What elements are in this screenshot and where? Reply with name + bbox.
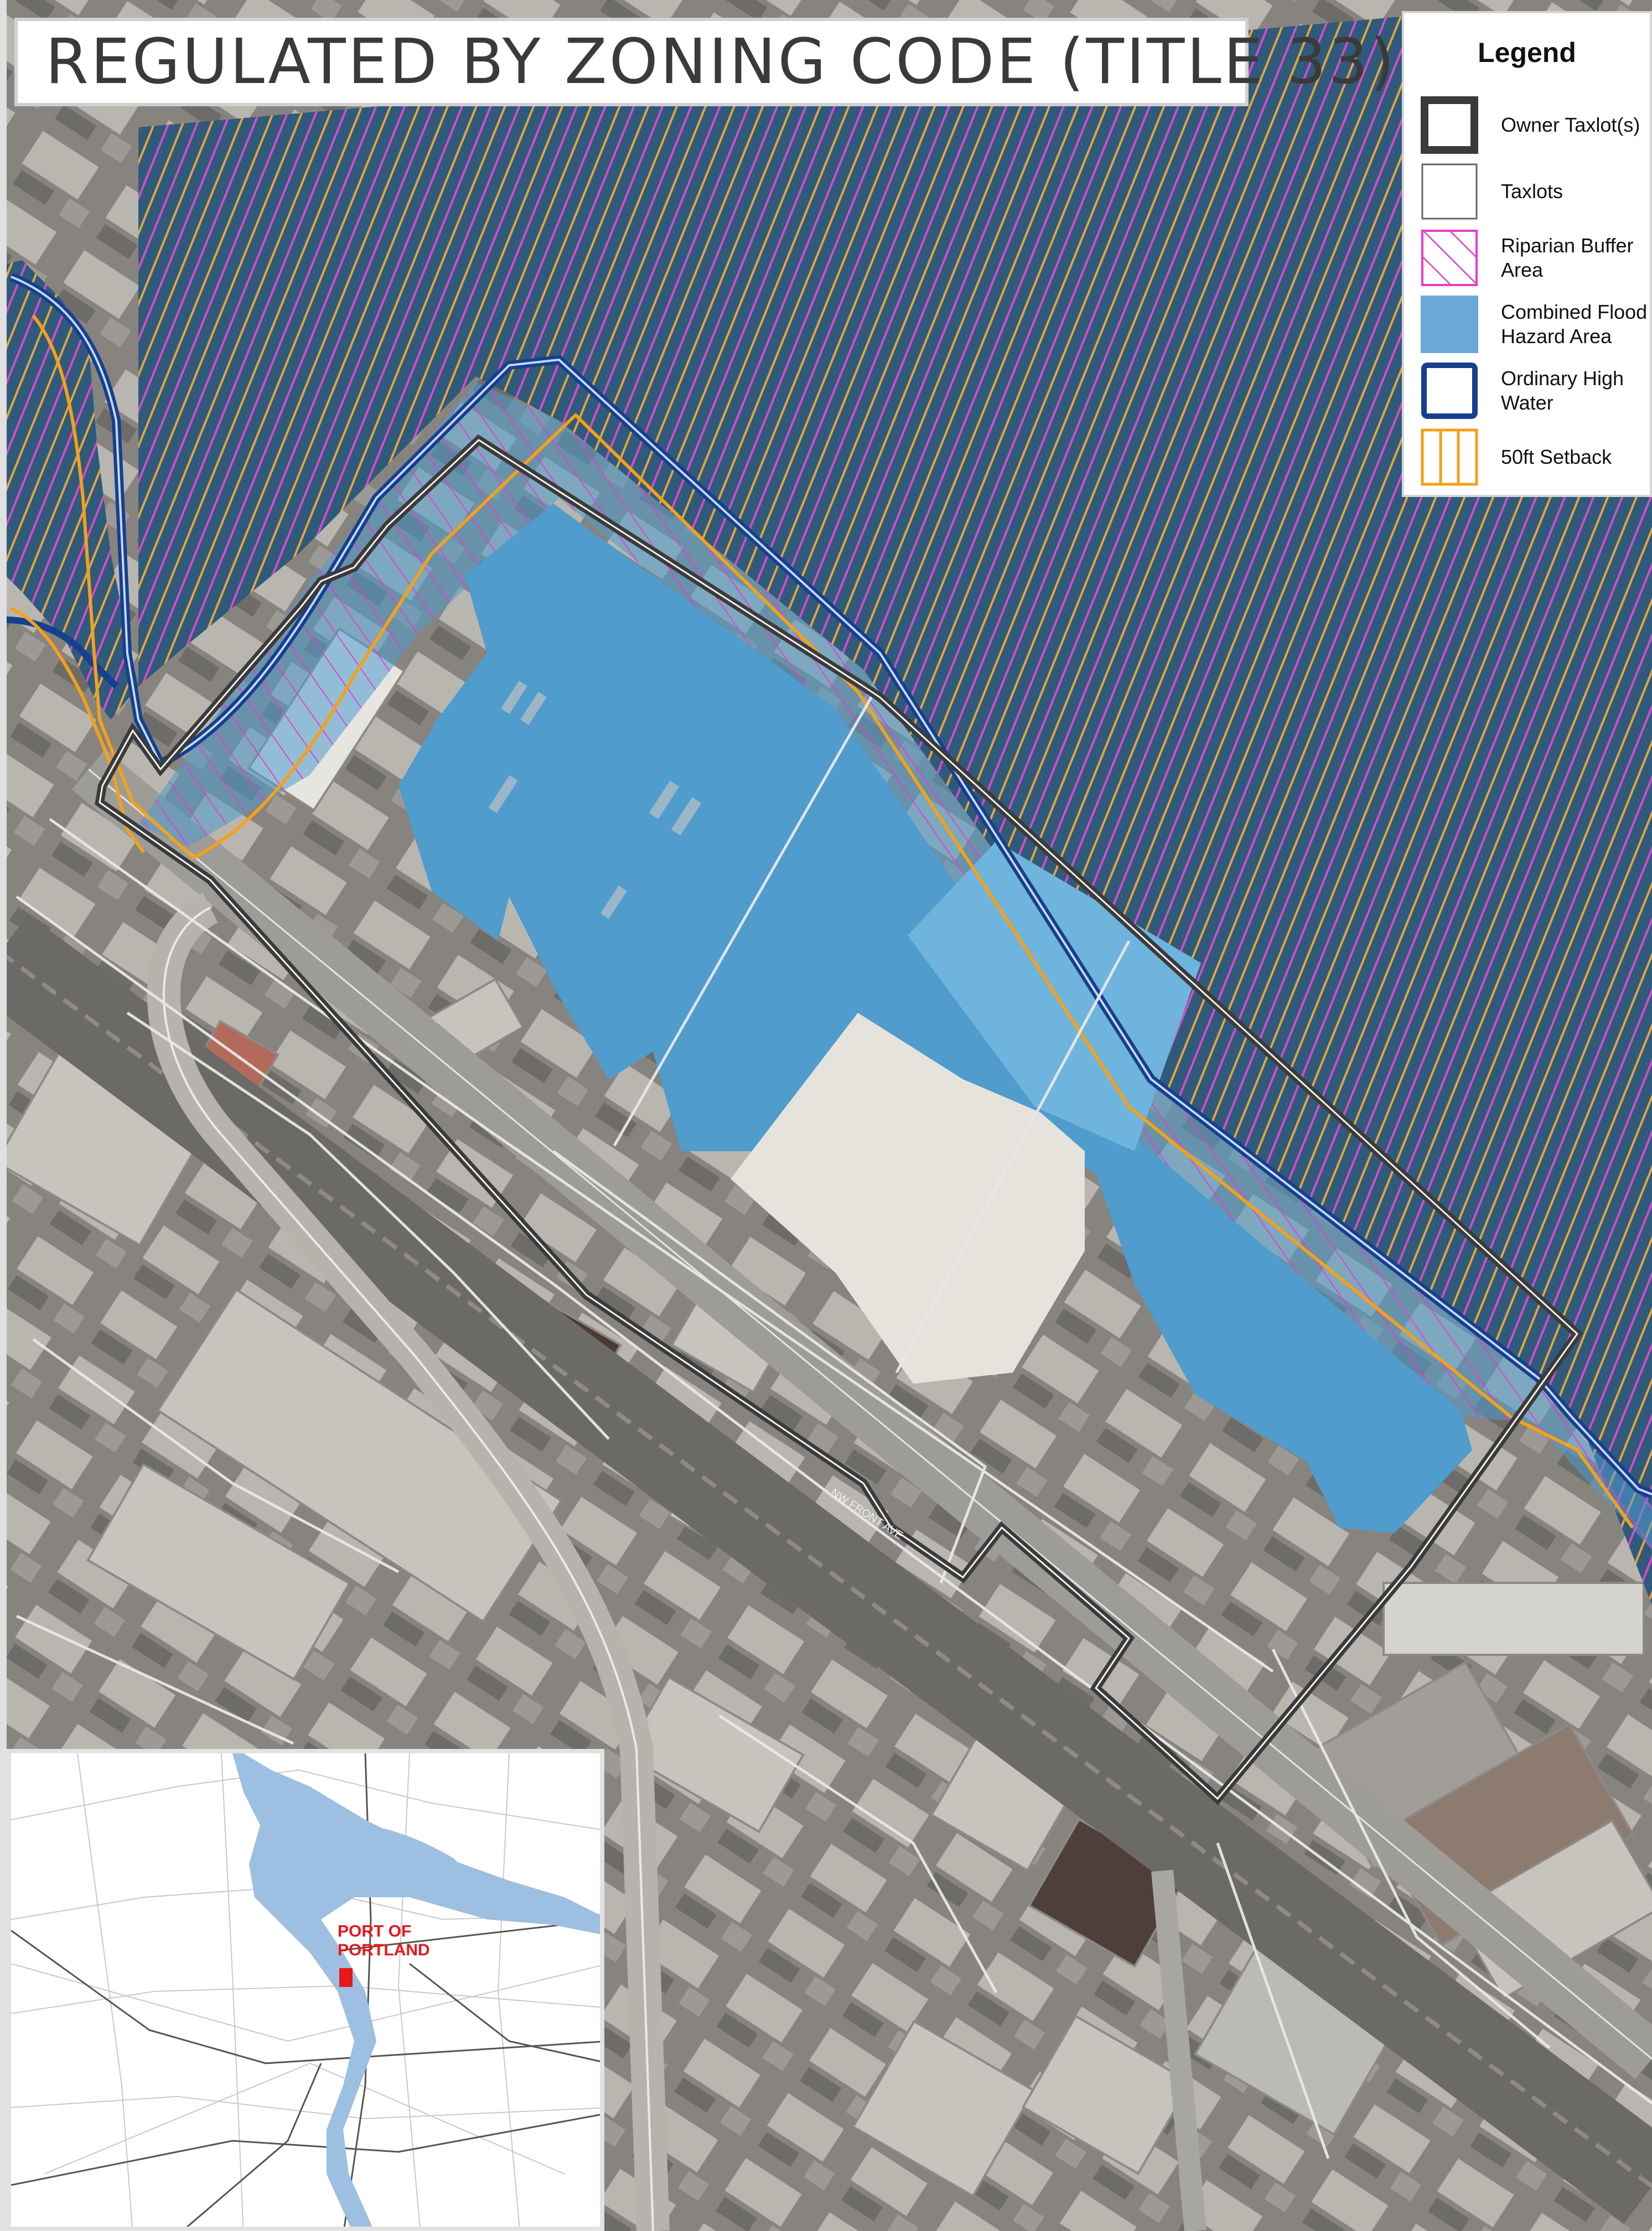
legend-item-high-water: Ordinary High Water bbox=[1421, 362, 1648, 423]
legend-item-owner-taxlot: Owner Taxlot(s) bbox=[1421, 96, 1648, 157]
flood-hazard-light bbox=[908, 841, 1201, 1151]
magenta-hatched-square-icon bbox=[1421, 230, 1478, 286]
white-pad bbox=[731, 1013, 1085, 1384]
taxlot-lines bbox=[15, 691, 1652, 2159]
flood-hazard-area bbox=[398, 504, 1472, 1533]
legend-panel: Legend Owner Taxlot(s) Taxlots Riparian … bbox=[1402, 11, 1652, 497]
thick-square-outline-icon bbox=[1421, 96, 1478, 154]
legend-item-flood-hazard: Combined Flood Hazard Area bbox=[1421, 296, 1648, 356]
west-channel bbox=[0, 260, 138, 719]
orange-vertical-lines-square-icon bbox=[1421, 428, 1478, 486]
river-shape bbox=[232, 1753, 600, 2227]
blue-filled-square-icon bbox=[1421, 296, 1478, 353]
navy-outline-square-icon bbox=[1421, 363, 1478, 419]
map-frame-edge bbox=[0, 0, 7, 2231]
port-location-marker bbox=[339, 1968, 353, 1987]
legend-item-taxlots: Taxlots bbox=[1421, 163, 1648, 224]
container-stacks bbox=[488, 680, 702, 919]
locator-map-drawing bbox=[11, 1753, 600, 2227]
thin-square-outline-icon bbox=[1421, 163, 1478, 220]
legend-item-setback: 50ft Setback bbox=[1421, 428, 1648, 489]
transport-corridor bbox=[0, 749, 1652, 2231]
legend-item-riparian: Riparian Buffer Area bbox=[1421, 229, 1648, 290]
port-label: PORT OF PORTLAND bbox=[338, 1922, 430, 1959]
locator-inset-map: PORT OF PORTLAND bbox=[7, 1749, 604, 2231]
map-title-box: REGULATED BY ZONING CODE (TITLE 33) bbox=[14, 18, 1394, 106]
legend-title: Legend bbox=[1478, 37, 1576, 68]
setback-line bbox=[32, 314, 1634, 1529]
map-title: REGULATED BY ZONING CODE (TITLE 33) bbox=[45, 26, 1397, 98]
